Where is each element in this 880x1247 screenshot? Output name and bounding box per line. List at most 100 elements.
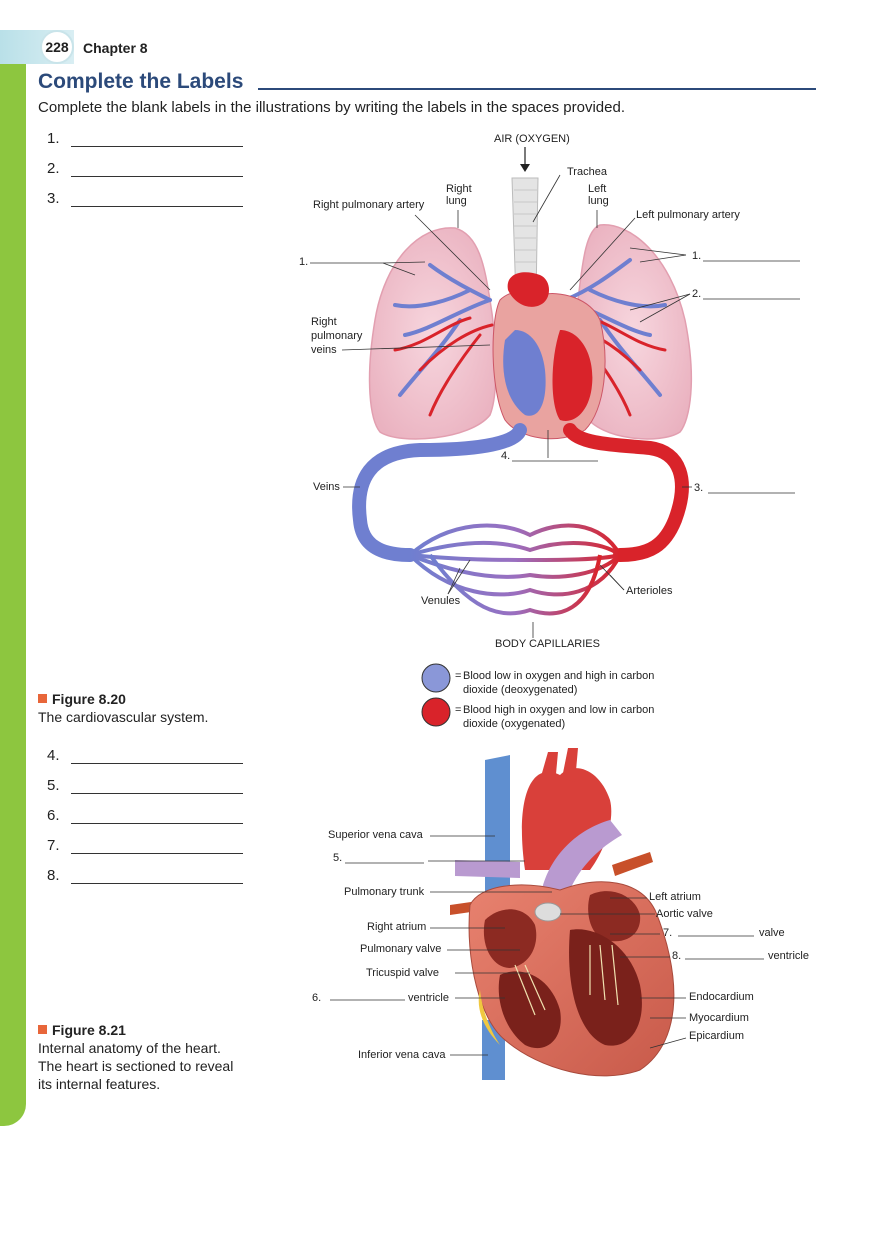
label-right-lung-1: Right	[446, 183, 472, 195]
answer-line[interactable]	[71, 779, 243, 794]
chordae-tendineae	[514, 944, 619, 1016]
label-left-lung-1: Left	[588, 183, 607, 195]
figure-20-title: Figure 8.20	[52, 691, 126, 707]
figure-21-title: Figure 8.21	[52, 1022, 126, 1038]
label-blank-3[interactable]: 3.	[694, 482, 704, 494]
figure-21-diagram	[330, 748, 764, 1080]
label-blank-1-left[interactable]: 1.	[299, 256, 309, 268]
answer-number: 2.	[47, 160, 60, 177]
answer-blank-5[interactable]: 5.	[47, 777, 243, 794]
label-right-pulmonary-artery: Right pulmonary artery	[313, 199, 425, 211]
green-side-bar	[0, 62, 26, 1126]
figure-21-caption-line-3: its internal features.	[38, 1076, 161, 1092]
legend-deoxygenated-text-2: dioxide (deoxygenated)	[463, 684, 578, 696]
legend-eq-sign-1: =	[455, 670, 462, 682]
label-blank-7[interactable]: 7.	[663, 927, 673, 939]
page-number: 228	[40, 30, 74, 64]
right-ventricle-chamber	[498, 971, 561, 1049]
legend-oxygenated-swatch	[421, 697, 451, 727]
figure-20-leader-lines	[310, 174, 800, 638]
label-air-oxygen: AIR (OXYGEN)	[494, 133, 570, 145]
answer-blank-3[interactable]: 3.	[47, 190, 243, 207]
label-right-pulmonary-veins-2: pulmonary	[311, 330, 363, 342]
label-blank-8-suffix: ventricle	[768, 950, 809, 962]
label-blank-6[interactable]: 6.	[312, 992, 322, 1004]
systemic-artery-path	[563, 423, 689, 562]
right-atrium-chamber	[483, 909, 537, 968]
answer-number: 5.	[47, 777, 60, 794]
section-title: Complete the Labels	[38, 70, 244, 93]
answer-number: 4.	[47, 747, 60, 764]
answer-line[interactable]	[71, 192, 243, 207]
figure-20-caption: Figure 8.20 The cardiovascular system.	[38, 690, 208, 726]
label-arterioles: Arterioles	[626, 585, 673, 597]
label-pulmonary-valve: Pulmonary valve	[360, 943, 442, 955]
label-veins: Veins	[313, 481, 340, 493]
label-myocardium: Myocardium	[689, 1012, 749, 1024]
answer-number: 7.	[47, 837, 60, 854]
bullet-square-icon	[38, 1025, 47, 1034]
label-body-capillaries: BODY CAPILLARIES	[495, 638, 600, 650]
answer-blank-8[interactable]: 8.	[47, 867, 243, 884]
legend-eq-sign-2: =	[455, 704, 462, 716]
label-blank-7-suffix: valve	[759, 927, 785, 939]
label-blank-1-right[interactable]: 1.	[692, 250, 702, 262]
figure-21-leader-lines	[330, 835, 764, 1056]
label-left-atrium: Left atrium	[649, 891, 701, 903]
label-aortic-valve: Aortic valve	[656, 908, 713, 920]
label-right-pulmonary-veins-3: veins	[311, 344, 337, 356]
legend-deoxygenated-text-1: Blood low in oxygen and high in carbon	[463, 670, 655, 682]
label-inferior-vena-cava: Inferior vena cava	[358, 1049, 446, 1061]
chapter-label: Chapter 8	[83, 40, 148, 56]
answer-line[interactable]	[71, 839, 243, 854]
answer-blank-6[interactable]: 6.	[47, 807, 243, 824]
title-rule	[258, 88, 816, 90]
answer-number: 1.	[47, 130, 60, 147]
figure-20-diagram	[310, 147, 800, 727]
answer-blank-7[interactable]: 7.	[47, 837, 243, 854]
label-left-pulmonary-artery: Left pulmonary artery	[636, 209, 740, 221]
pulmonary-trunk-shape	[540, 820, 622, 905]
superior-vena-cava-shape	[485, 755, 510, 905]
label-blank-4[interactable]: 4.	[501, 450, 511, 462]
figure-21-caption-line-2: The heart is sectioned to reveal	[38, 1058, 234, 1074]
bullet-square-icon	[38, 694, 47, 703]
label-pulmonary-trunk: Pulmonary trunk	[344, 886, 425, 898]
figure-21-caption-line-1: Internal anatomy of the heart.	[38, 1040, 221, 1056]
figure-21-caption: Figure 8.21 Internal anatomy of the hear…	[38, 1021, 233, 1093]
label-epicardium: Epicardium	[689, 1030, 745, 1042]
left-atrium-chamber	[588, 891, 641, 942]
answer-blank-4[interactable]: 4.	[47, 747, 243, 764]
label-blank-5[interactable]: 5.	[333, 852, 343, 864]
answer-line[interactable]	[71, 749, 243, 764]
label-venules: Venules	[421, 595, 461, 607]
label-blank-2[interactable]: 2.	[692, 288, 702, 300]
answer-number: 8.	[47, 867, 60, 884]
label-endocardium: Endocardium	[689, 991, 754, 1003]
aortic-valve-ring	[534, 902, 562, 922]
answer-number: 6.	[47, 807, 60, 824]
label-right-atrium: Right atrium	[367, 921, 427, 933]
label-blank-6-suffix: ventricle	[408, 992, 449, 1004]
heart-left-side	[552, 330, 593, 421]
epicardial-fat	[478, 990, 500, 1045]
answer-blank-2[interactable]: 2.	[47, 160, 243, 177]
answer-number: 3.	[47, 190, 60, 207]
answer-line[interactable]	[71, 809, 243, 824]
label-blank-8[interactable]: 8.	[672, 950, 682, 962]
answer-line[interactable]	[71, 869, 243, 884]
answer-blank-1[interactable]: 1.	[47, 130, 243, 147]
label-right-pulmonary-veins-1: Right	[311, 316, 337, 328]
label-left-lung-2: lung	[588, 195, 609, 207]
answer-line[interactable]	[71, 162, 243, 177]
air-arrowhead-icon	[520, 164, 530, 172]
label-superior-vena-cava: Superior vena cava	[328, 829, 423, 841]
left-ventricle-chamber	[569, 929, 642, 1046]
answer-line[interactable]	[71, 132, 243, 147]
right-pulmonary-artery-stub	[455, 860, 520, 878]
aortic-arch	[507, 272, 549, 307]
label-right-lung-2: lung	[446, 195, 467, 207]
figure-20-caption-text: The cardiovascular system.	[38, 709, 209, 725]
label-tricuspid-valve: Tricuspid valve	[366, 967, 439, 979]
